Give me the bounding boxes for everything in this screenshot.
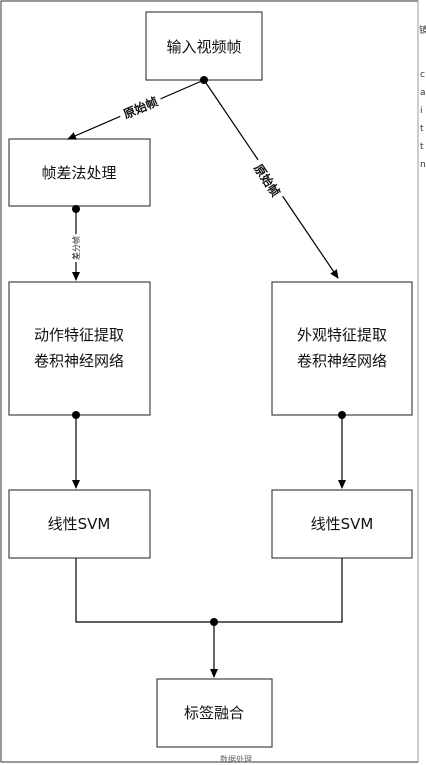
node-motion-cnn-line1: 动作特征提取: [34, 326, 124, 344]
node-svm-left-box: [8, 489, 151, 559]
node-svm-left-label: 线性SVM: [48, 515, 111, 533]
side-fragment-1: c: [420, 70, 425, 80]
edge-label-diff-to-motion-group: 差分帧: [70, 234, 81, 262]
edge-label-input-to-appearance-group: 原始帧: [248, 157, 287, 203]
node-fusion-label: 标签融合: [184, 704, 244, 722]
side-fragment-4: t: [420, 124, 424, 134]
side-fragment-2: a: [420, 88, 426, 98]
edge-label-input-to-diff: 原始帧: [121, 94, 160, 122]
edge-label-input-to-diff-group: 原始帧: [116, 91, 164, 124]
footer-caption: 数据处理: [220, 754, 252, 764]
side-fragment-6: n: [420, 160, 426, 170]
edge-label-bg-diff: [70, 234, 80, 262]
node-motion-cnn-box: [8, 281, 151, 416]
side-fragment-5: t: [420, 142, 424, 152]
node-appearance-cnn-box: [271, 281, 413, 416]
edge-svm-merge: [75, 558, 343, 623]
node-appearance-cnn-line1: 外观特征提取: [297, 326, 387, 344]
node-fusion-box: [156, 678, 273, 748]
edge-label-bg-left: [116, 91, 164, 124]
node-svm-right-box: [271, 489, 413, 559]
node-svm-right-label: 线性SVM: [311, 515, 374, 533]
side-fragment-3: i: [420, 106, 423, 116]
edge-label-diff-to-motion: 差分帧: [71, 236, 81, 260]
edge-label-bg-right: [248, 157, 287, 203]
node-input-label: 输入视频帧: [166, 38, 241, 56]
side-fragment-0: 镜: [419, 24, 426, 36]
node-diff-box: [8, 138, 151, 207]
node-diff-label: 帧差法处理: [41, 164, 116, 182]
node-motion-cnn-line2: 卷积神经网络: [34, 352, 124, 370]
node-input-box: [145, 11, 263, 81]
node-appearance-cnn-line2: 卷积神经网络: [297, 352, 387, 370]
